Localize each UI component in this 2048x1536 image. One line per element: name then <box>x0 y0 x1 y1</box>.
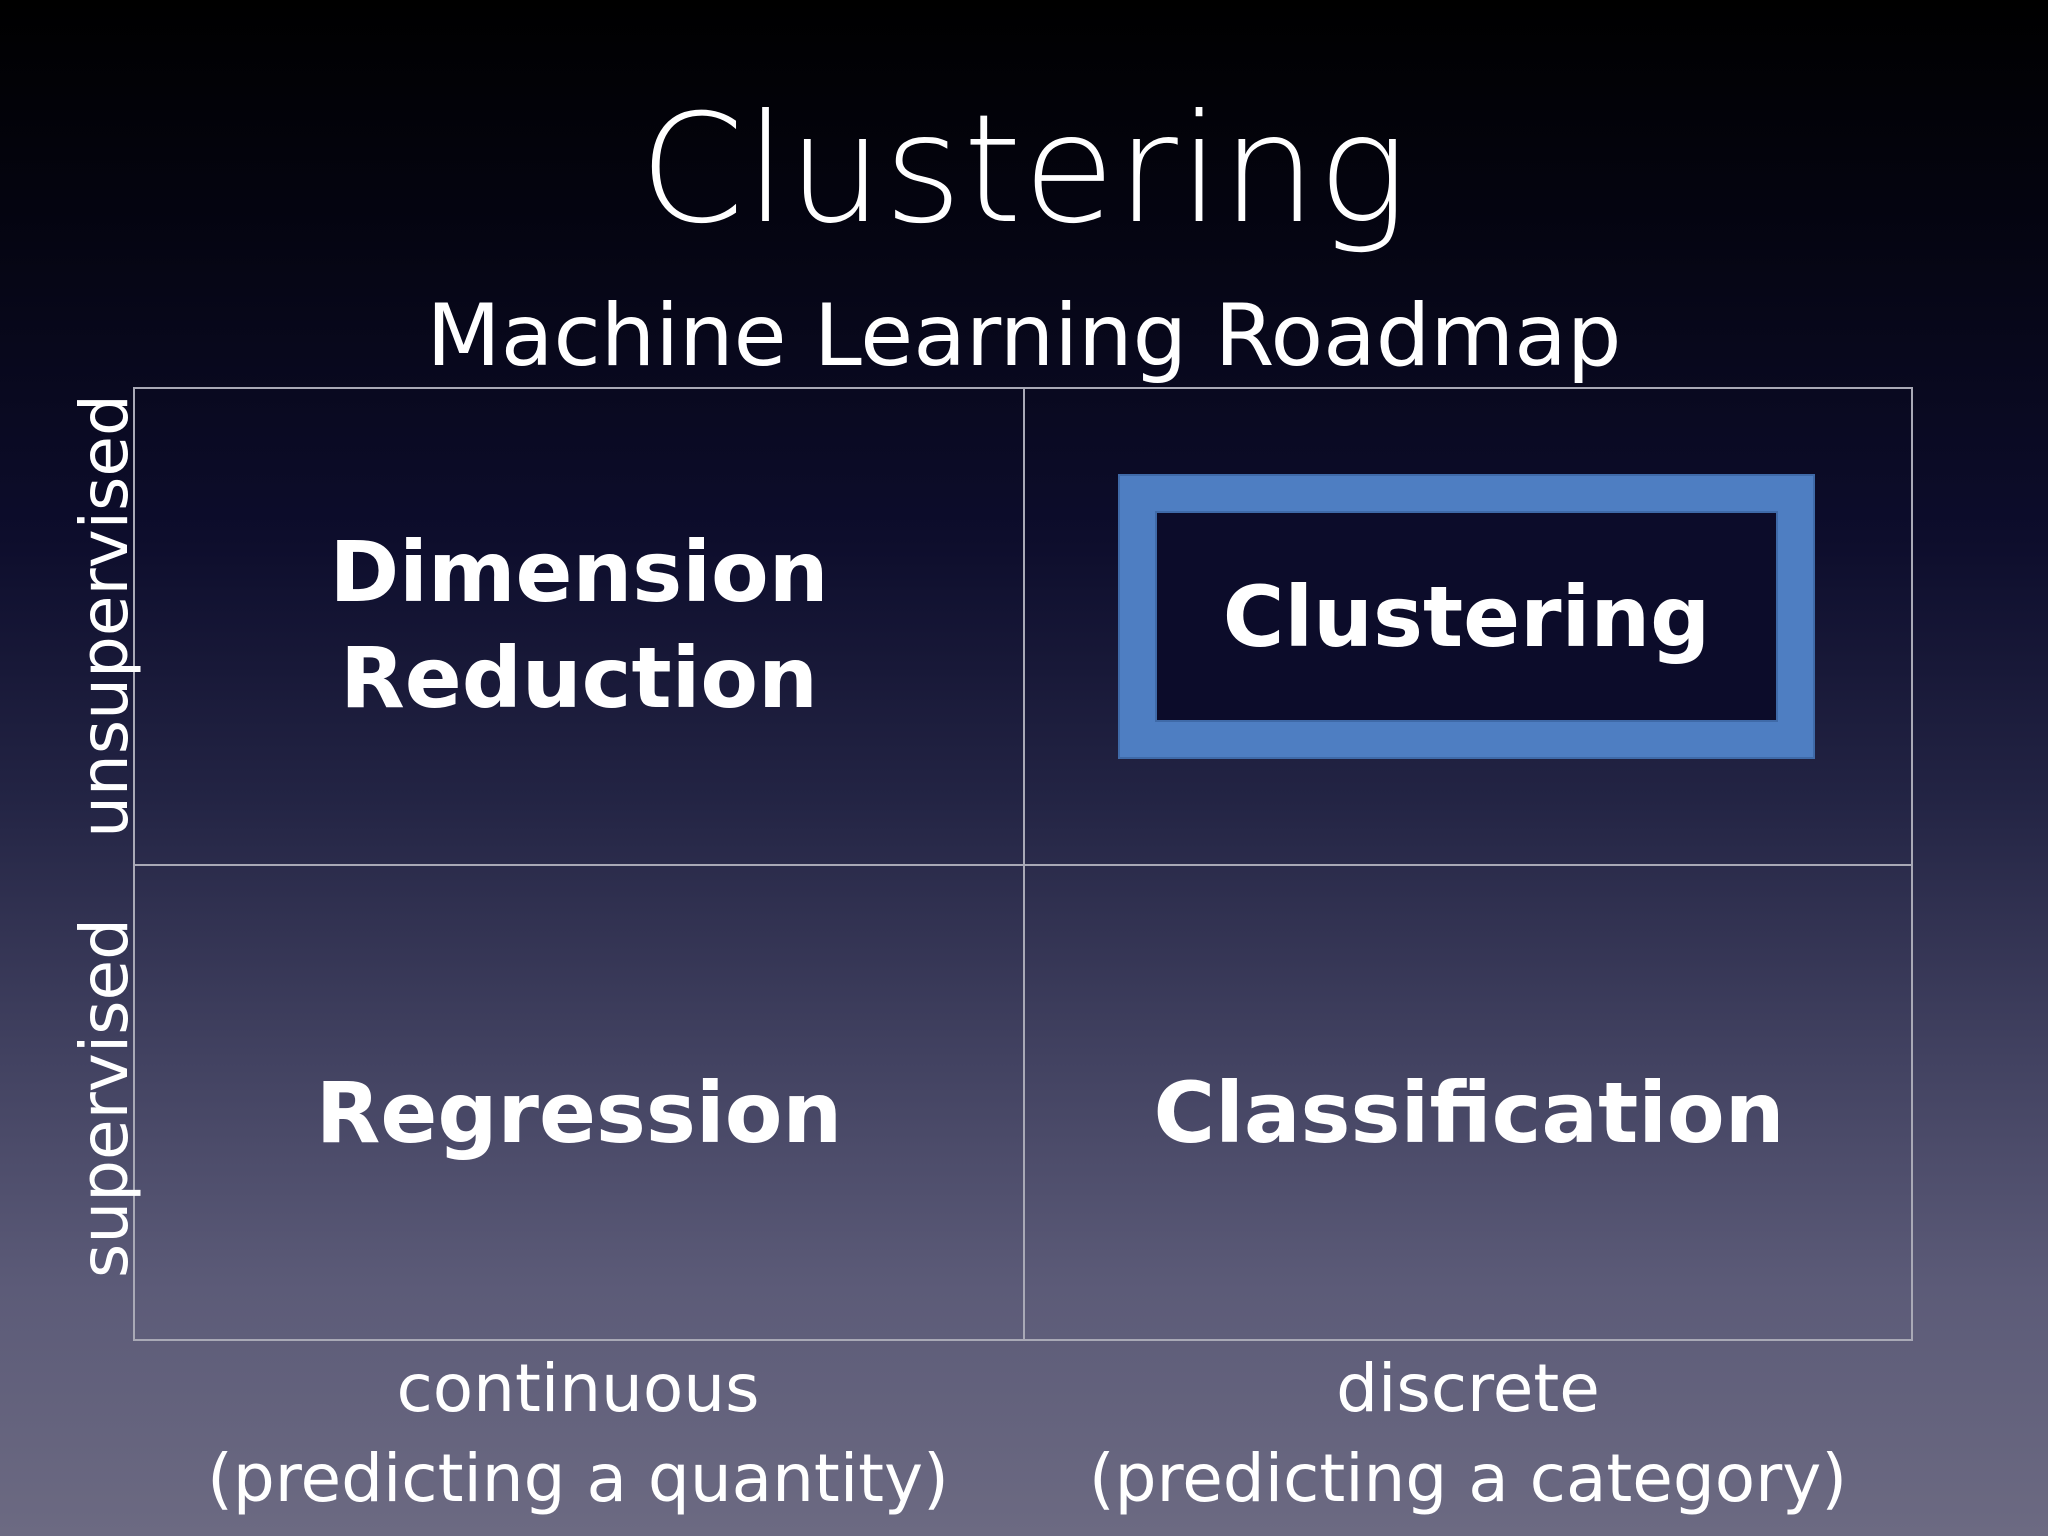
axis-label-continuous: continuous (predicting a quantity) <box>133 1344 1023 1524</box>
axis-discrete-note: (predicting a category) <box>1088 1440 1848 1517</box>
axis-continuous-note: (predicting a quantity) <box>207 1440 949 1517</box>
slide-title: Clustering <box>639 83 1409 257</box>
cell-regression: Regression <box>315 1064 843 1162</box>
axis-label-supervised: supervised <box>66 917 143 1279</box>
cell-classification: Classification <box>1153 1064 1785 1162</box>
clustering-highlight-frame: Clustering <box>1118 474 1815 759</box>
cell-dimension-reduction-line-1: Dimension <box>329 523 829 621</box>
axis-discrete-label: discrete <box>1336 1350 1600 1427</box>
slide-subtitle: Machine Learning Roadmap <box>426 286 1622 386</box>
axis-label-discrete: discrete (predicting a category) <box>1023 1344 1913 1524</box>
roadmap-grid: Dimension Reduction Clustering Regressio… <box>133 387 1913 1341</box>
cell-dimension-reduction: Dimension Reduction <box>135 519 1023 731</box>
axis-label-unsupervised: unsupervised <box>66 394 143 838</box>
axis-continuous-label: continuous <box>396 1350 760 1427</box>
cell-dimension-reduction-line-2: Reduction <box>340 629 818 727</box>
cell-clustering: Clustering <box>1155 511 1778 722</box>
grid-horizontal-divider <box>135 864 1911 866</box>
